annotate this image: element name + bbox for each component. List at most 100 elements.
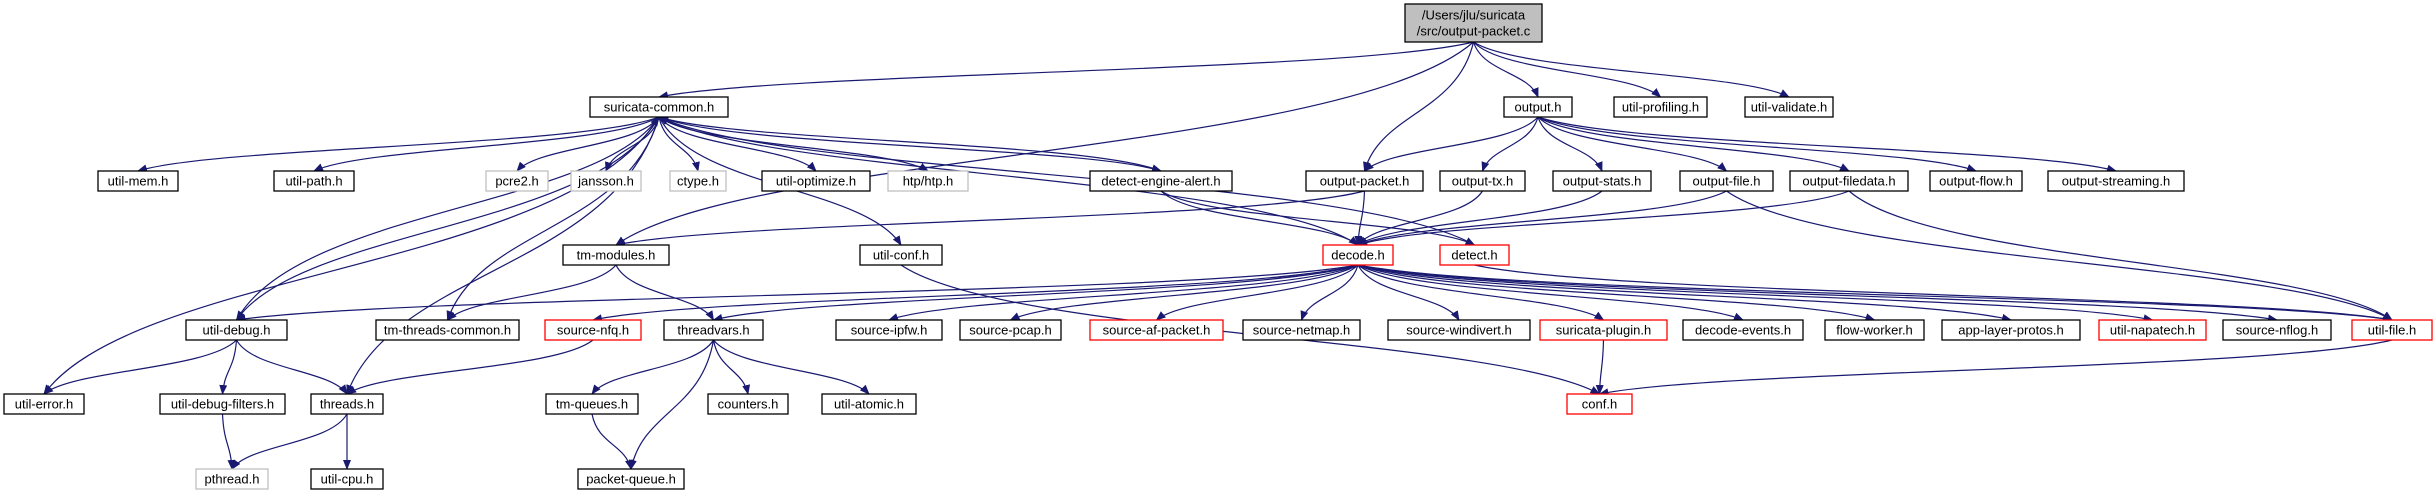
node-root[interactable]: /Users/jlu/suricata/src/output-packet.c: [1404, 3, 1543, 43]
node-label: source-nflog.h: [2236, 323, 2318, 338]
node-label: util-path.h: [285, 174, 342, 189]
node-label: util-profiling.h: [1622, 100, 1699, 115]
node-packet-queue[interactable]: packet-queue.h: [577, 468, 685, 490]
node-output-tx[interactable]: output-tx.h: [1439, 170, 1526, 192]
node-box: [887, 170, 969, 192]
node-util-debug-filters[interactable]: util-debug-filters.h: [159, 393, 286, 415]
node-util-debug[interactable]: util-debug.h: [185, 319, 288, 341]
node-tm-modules[interactable]: tm-modules.h: [562, 244, 670, 266]
node-decode-events[interactable]: decode-events.h: [1682, 319, 1804, 341]
node-label: detect-engine-alert.h: [1101, 174, 1220, 189]
node-tm-queues[interactable]: tm-queues.h: [545, 393, 639, 415]
node-box: [1404, 3, 1543, 43]
node-util-file[interactable]: util-file.h: [2351, 319, 2433, 341]
node-decode[interactable]: decode.h: [1322, 244, 1394, 266]
edge-threadvars-to-packet-queue: [628, 339, 715, 470]
node-tm-threads-common[interactable]: tm-threads-common.h: [375, 319, 520, 341]
node-output-flow[interactable]: output-flow.h: [1929, 170, 2023, 192]
node-label: pcre2.h: [495, 174, 538, 189]
node-label: tm-threads-common.h: [384, 323, 511, 338]
node-box: [1439, 170, 1526, 192]
edge-suricata-common-to-util-path: [313, 116, 660, 172]
node-util-mem[interactable]: util-mem.h: [97, 170, 179, 192]
edge-detect-to-util-file: [1474, 264, 2393, 323]
node-util-profiling[interactable]: util-profiling.h: [1613, 96, 1708, 118]
node-source-ipfw[interactable]: source-ipfw.h: [835, 319, 943, 341]
edge-decode-to-util-napatech: [1357, 264, 2154, 323]
edge-decode-to-app-layer-protos: [1357, 264, 2012, 322]
node-util-cpu[interactable]: util-cpu.h: [310, 468, 384, 490]
edge-util-debug-to-threads: [235, 339, 348, 395]
edge-suricata-common-to-util-mem: [137, 116, 660, 173]
node-util-atomic[interactable]: util-atomic.h: [821, 393, 917, 415]
node-label: source-pcap.h: [969, 323, 1051, 338]
node-label: output-stats.h: [1563, 174, 1642, 189]
node-box: [2098, 319, 2207, 341]
node-label: pthread.h: [205, 472, 260, 487]
node-label: output-filedata.h: [1802, 174, 1895, 189]
node-output-file[interactable]: output-file.h: [1679, 170, 1774, 192]
node-threads[interactable]: threads.h: [310, 393, 384, 415]
node-util-validate[interactable]: util-validate.h: [1744, 96, 1834, 118]
node-label: packet-queue.h: [586, 472, 676, 487]
node-util-optimize[interactable]: util-optimize.h: [761, 170, 871, 192]
node-output-h[interactable]: output.h: [1503, 96, 1573, 118]
edge-detect-to-suricata-common: [658, 116, 1475, 246]
edge-root-to-tm-modules: [615, 41, 1474, 246]
node-label: app-layer-protos.h: [1958, 323, 2064, 338]
edge-decode-to-source-pcap: [1009, 264, 1359, 321]
node-conf[interactable]: conf.h: [1566, 393, 1633, 415]
node-util-conf[interactable]: util-conf.h: [859, 244, 943, 266]
edge-root-to-util-validate: [1473, 41, 1790, 98]
edge-decode-to-util-debug: [235, 264, 1359, 323]
node-label: source-netmap.h: [1253, 323, 1351, 338]
node-source-pcap[interactable]: source-pcap.h: [959, 319, 1062, 341]
node-label: tm-queues.h: [556, 397, 628, 412]
node-label: util-debug.h: [203, 323, 271, 338]
node-box: [1503, 96, 1573, 118]
node-util-path[interactable]: util-path.h: [273, 170, 355, 192]
node-suricata-plugin[interactable]: suricata-plugin.h: [1539, 319, 1668, 341]
node-source-af-packet[interactable]: source-af-packet.h: [1089, 319, 1224, 341]
node-output-streaming[interactable]: output-streaming.h: [2047, 170, 2185, 192]
edge-suricata-common-to-util-optimize: [658, 116, 817, 172]
node-box: [707, 393, 789, 415]
node-source-windivert[interactable]: source-windivert.h: [1387, 319, 1531, 341]
node-util-napatech[interactable]: util-napatech.h: [2098, 319, 2207, 341]
edge-suricata-common-to-tm-threads-common: [446, 116, 660, 321]
node-util-error[interactable]: util-error.h: [3, 393, 85, 415]
node-suricata-common[interactable]: suricata-common.h: [589, 96, 729, 118]
edge-decode-to-util-file: [1357, 264, 2393, 323]
node-box: [544, 319, 642, 341]
edge-root-to-output-h: [1472, 41, 1539, 98]
node-detect[interactable]: detect.h: [1439, 244, 1510, 266]
node-source-netmap[interactable]: source-netmap.h: [1242, 319, 1361, 341]
node-output-filedata[interactable]: output-filedata.h: [1789, 170, 1909, 192]
node-box: [1941, 319, 2081, 341]
edge-decode-to-source-nfq: [592, 264, 1359, 323]
node-detect-engine-alert[interactable]: detect-engine-alert.h: [1089, 170, 1233, 192]
node-source-nfq[interactable]: source-nfq.h: [544, 319, 642, 341]
node-label: source-af-packet.h: [1103, 323, 1211, 338]
node-flow-worker[interactable]: flow-worker.h: [1824, 319, 1925, 341]
node-source-nflog[interactable]: source-nflog.h: [2222, 319, 2332, 341]
node-box: [1682, 319, 1804, 341]
edge-tm-modules-to-threadvars: [615, 264, 715, 321]
node-label: util-conf.h: [873, 248, 929, 263]
node-app-layer-protos[interactable]: app-layer-protos.h: [1941, 319, 2081, 341]
node-output-stats[interactable]: output-stats.h: [1552, 170, 1652, 192]
node-box: [1089, 170, 1233, 192]
node-box: [959, 319, 1062, 341]
edge-detect-engine-alert-to-detect: [1160, 190, 1476, 246]
node-output-packet-h[interactable]: output-packet.h: [1305, 170, 1424, 192]
node-label: tm-modules.h: [577, 248, 656, 263]
node-box: [1824, 319, 1925, 341]
edge-util-debug-filters-to-pthread: [221, 413, 236, 470]
edge-decode-to-suricata-common: [658, 116, 1359, 246]
edge-decode-to-flow-worker: [1357, 264, 1876, 322]
node-box: [821, 393, 917, 415]
node-counters[interactable]: counters.h: [707, 393, 789, 415]
edge-detect-engine-alert-to-decode: [1160, 190, 1359, 246]
node-threadvars[interactable]: threadvars.h: [663, 319, 764, 341]
edge-util-debug-to-util-debug-filters: [219, 339, 238, 395]
